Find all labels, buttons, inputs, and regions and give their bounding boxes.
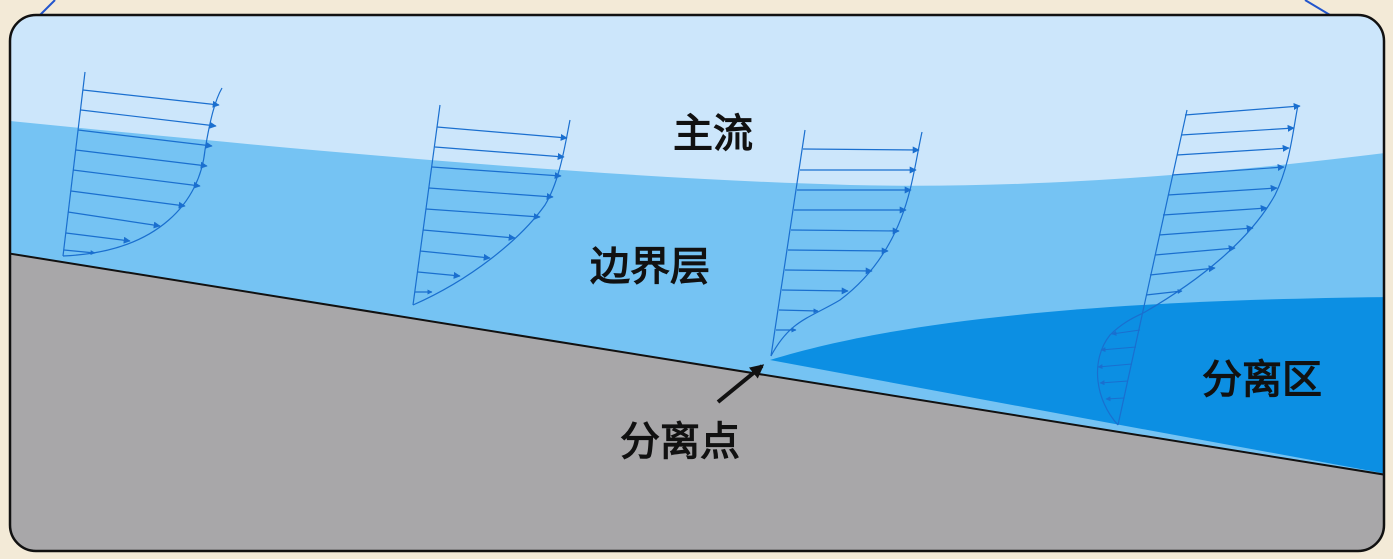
profile-2-arrows (415, 126, 568, 295)
profile-3-axis (770, 129, 806, 357)
velocity-profile-3 (770, 129, 923, 357)
separation-region (770, 297, 1384, 475)
profile-3-arrows (776, 146, 920, 333)
profile-2-axis (412, 104, 441, 306)
profile-1-arrows (63, 89, 220, 256)
corner-line-right (1304, 0, 1331, 16)
profile-4-curve (1096, 104, 1299, 426)
separation-point-arrow (716, 364, 765, 404)
profile-4-reverse-arrows (1097, 329, 1141, 402)
separation-region-label: 分离区 (1202, 357, 1322, 403)
profile-4-arrows (1145, 103, 1301, 296)
diagram-frame (8, 13, 1386, 553)
wall-surface (10, 252, 1384, 551)
profile-2-curve (412, 119, 571, 306)
boundary-layer-label: 边界层 (590, 244, 710, 290)
main-flow-label: 主流 (673, 111, 753, 157)
profile-4-axis (1117, 109, 1188, 426)
wall-boundary-line (10, 251, 1384, 477)
velocity-profile-4 (1096, 103, 1301, 426)
corner-line-left (39, 0, 56, 16)
profile-1-axis (62, 71, 86, 257)
velocity-profile-1 (62, 71, 223, 257)
separation-point-label: 分离点 (620, 419, 740, 465)
velocity-profile-2 (412, 104, 571, 306)
